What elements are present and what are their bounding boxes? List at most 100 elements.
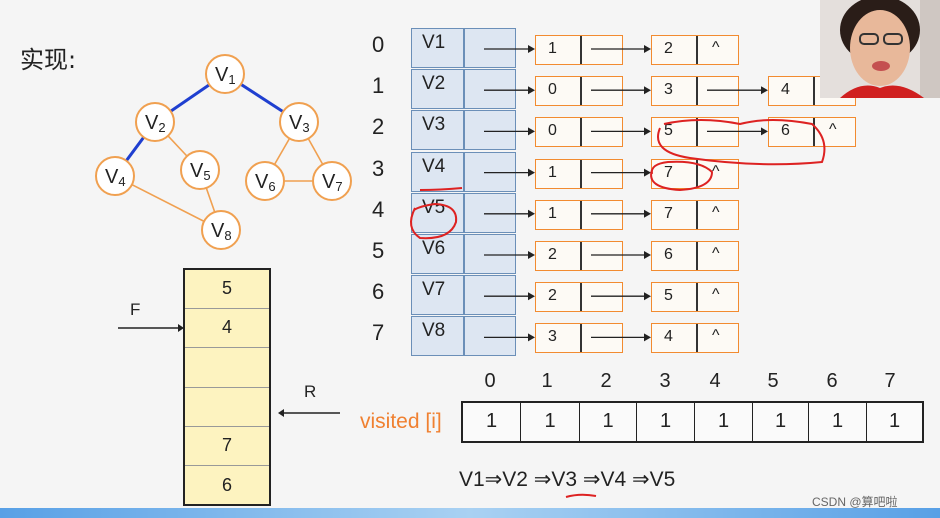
list-node: 3 — [535, 323, 623, 354]
list-arrow-head — [528, 333, 535, 342]
node-divider — [580, 242, 582, 270]
list-node: 1 — [535, 35, 623, 65]
queue-cell — [185, 388, 269, 427]
node-value: 1 — [548, 163, 557, 181]
list-node: 4^ — [651, 323, 739, 354]
node-next: ^ — [712, 203, 720, 221]
row-index: 3 — [372, 155, 385, 181]
pointer-cell — [464, 69, 516, 110]
list-arrow-head — [528, 292, 535, 301]
list-arrow-head — [644, 86, 651, 95]
node-divider — [813, 118, 815, 147]
node-divider — [696, 283, 698, 312]
list-arrow-head — [644, 251, 651, 259]
visited-index: 6 — [826, 370, 838, 392]
vertex-cell: V5 — [411, 192, 464, 233]
node-divider — [696, 77, 698, 106]
node-value: 2 — [548, 287, 557, 305]
list-arrow-head — [761, 86, 768, 95]
page-title: 实现: — [20, 46, 77, 74]
node-value: 6 — [664, 246, 673, 263]
node-divider — [696, 36, 698, 64]
node-divider — [580, 200, 582, 229]
node-value: 5 — [664, 287, 673, 305]
visited-index: 3 — [659, 370, 671, 392]
list-arrow-head — [528, 209, 535, 218]
list-arrow-head — [644, 168, 651, 177]
pointer-cell — [464, 234, 516, 274]
visited-index: 4 — [709, 370, 721, 392]
row-index: 4 — [372, 196, 385, 222]
graph-node-v6: V6 — [245, 161, 285, 201]
node-value: 5 — [664, 122, 673, 140]
node-next: ^ — [712, 286, 720, 304]
visited-label: visited [i] — [360, 410, 442, 433]
visited-index: 2 — [600, 370, 612, 392]
node-value: 1 — [548, 204, 557, 222]
visited-cell: 1 — [753, 403, 809, 441]
node-next: ^ — [829, 121, 837, 139]
row-index: 5 — [372, 238, 385, 263]
vertex-cell: V2 — [411, 69, 464, 110]
queue-cell: 4 — [185, 309, 269, 349]
node-value: 2 — [664, 40, 673, 57]
pointer-cell — [464, 110, 516, 151]
vertex-cell: V3 — [411, 110, 464, 151]
visited-cell: 1 — [695, 403, 753, 441]
list-node: 7^ — [651, 199, 739, 230]
rear-arrow-icon — [278, 409, 340, 417]
queue-cell: 6 — [221, 474, 232, 495]
visited-cell: 1 — [580, 403, 637, 441]
node-next: ^ — [712, 327, 720, 345]
list-arrow-head — [528, 127, 535, 136]
vertex-cell: V8 — [411, 316, 464, 357]
visited-cell: 1 — [637, 403, 695, 441]
node-divider — [580, 283, 582, 312]
node-next: ^ — [712, 245, 720, 262]
list-node: 3 — [651, 76, 739, 107]
list-node: 2 — [535, 282, 623, 313]
vertex-cell: V7 — [411, 275, 464, 316]
list-node: 0 — [535, 76, 623, 107]
visited-cell: 1 — [809, 403, 867, 441]
node-divider — [580, 77, 582, 106]
queue-cell: 7 — [185, 427, 269, 467]
watermark: CSDN @算吧啦 — [812, 495, 898, 509]
adjacency-row: 4 V5 — [372, 192, 940, 233]
graph-node-v4: V4 — [95, 156, 135, 196]
list-node: 6^ — [651, 241, 739, 271]
visited-index: 1 — [541, 370, 553, 392]
node-divider — [696, 118, 698, 147]
node-divider — [580, 36, 582, 64]
node-divider — [813, 77, 815, 106]
node-value: 4 — [781, 81, 790, 99]
node-next: ^ — [712, 39, 720, 56]
visited-cell: 1 — [521, 403, 580, 441]
list-arrow-head — [528, 168, 535, 177]
row-index: 6 — [372, 279, 385, 305]
rear-pointer-label: R — [304, 382, 317, 401]
node-value: 4 — [664, 328, 673, 346]
node-divider — [580, 159, 582, 188]
node-value: 3 — [548, 328, 557, 346]
list-arrow-head — [644, 45, 651, 53]
node-value: 7 — [664, 163, 673, 181]
queue-cell — [185, 349, 269, 388]
node-value: 2 — [548, 246, 557, 263]
list-arrow-head — [528, 251, 535, 259]
visited-index: 5 — [767, 370, 779, 392]
node-divider — [580, 324, 582, 353]
pointer-cell — [464, 28, 516, 68]
pointer-cell — [464, 316, 516, 357]
list-node: 1 — [535, 158, 623, 189]
list-arrow-head — [644, 333, 651, 342]
graph-node-v5: V5 — [180, 150, 220, 190]
row-index: 0 — [372, 32, 385, 57]
